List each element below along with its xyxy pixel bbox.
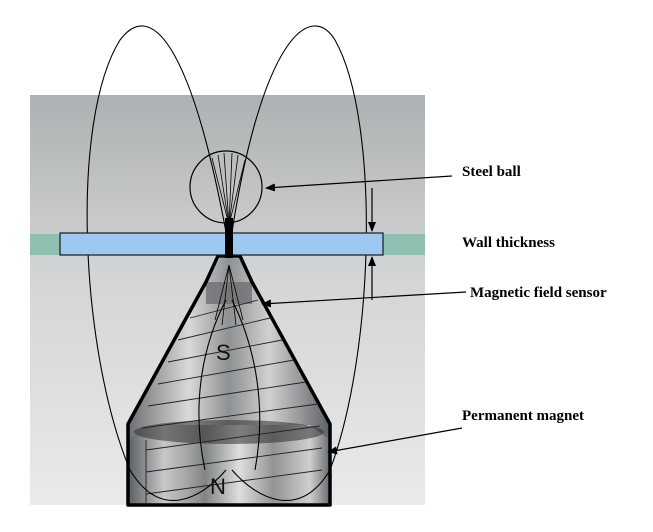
sensor-stem [225,218,233,258]
magnetic-field-sensor-label: Magnetic field sensor [470,285,607,302]
wall-edge-left [30,234,60,255]
north-pole-label: N [210,474,226,499]
steel-ball-label: Steel ball [462,164,521,181]
sensor-tip [206,282,252,304]
wall-plate [60,233,383,255]
south-pole-label: S [216,340,231,365]
wall-edge-right [383,234,425,255]
permanent-magnet-label: Permanent magnet [462,408,584,425]
wall-thickness-label: Wall thickness [462,235,555,252]
magnet-shoulder [134,420,324,444]
